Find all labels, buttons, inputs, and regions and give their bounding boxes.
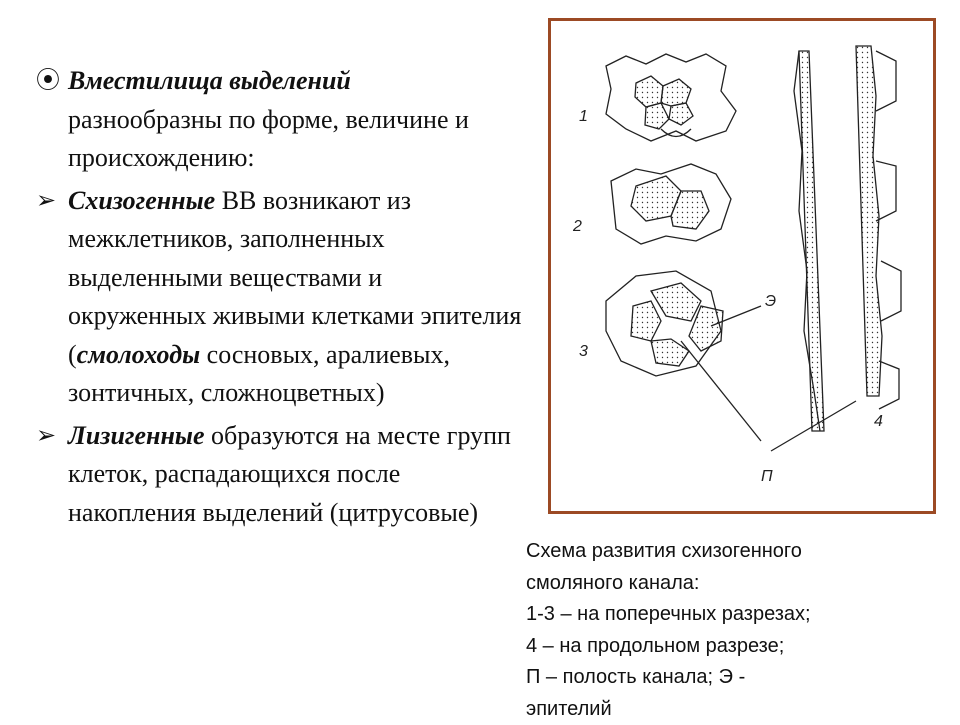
caption-line: П – полость канала; Э - [526,662,946,694]
longitudinal-section-4 [771,46,901,451]
cross-section-1 [606,54,736,141]
figure-caption: Схема развития схизогенного смоляного ка… [526,536,946,725]
paragraph-lysigenous: ➢ Лизигенные образуются на месте групп к… [36,417,526,533]
term-schizogenous: Схизогенные [68,186,215,215]
label-cavity: П [761,468,773,485]
caption-line: смоляного канала: [526,568,946,600]
paragraph-text: разнообразны по форме, величине и происх… [68,105,469,173]
bullet-arrow-icon: ➢ [36,182,56,221]
bullet-circle-icon: ⦿ [36,62,60,101]
caption-line: 4 – на продольном разрезе; [526,631,946,663]
term-lysigenous: Лизигенные [68,421,205,450]
label-3: 3 [579,343,588,360]
bullet-arrow-icon: ➢ [36,417,56,456]
label-4: 4 [874,413,883,430]
paragraph-schizogenous: ➢ Схизогенные ВВ возникают из межклетник… [36,182,526,413]
cross-section-3 [606,271,761,441]
term-resin-ducts: смолоходы [77,340,200,369]
caption-line: эпителий [526,694,946,725]
resin-canal-illustration: 1 2 3 4 Э П [548,18,936,514]
label-1: 1 [579,108,588,125]
label-2: 2 [572,218,582,235]
slide-text: ⦿ Вместилища выделений разнообразны по ф… [36,62,526,532]
heading-term: Вместилища выделений [68,66,351,95]
paragraph-secretory-reservoirs: ⦿ Вместилища выделений разнообразны по ф… [36,62,526,178]
caption-line: 1-3 – на поперечных разрезах; [526,599,946,631]
cross-section-2 [611,164,731,244]
caption-line: Схема развития схизогенного [526,536,946,568]
label-epithelium: Э [765,293,776,310]
cell-diagram: 1 2 3 4 Э П [551,21,933,511]
